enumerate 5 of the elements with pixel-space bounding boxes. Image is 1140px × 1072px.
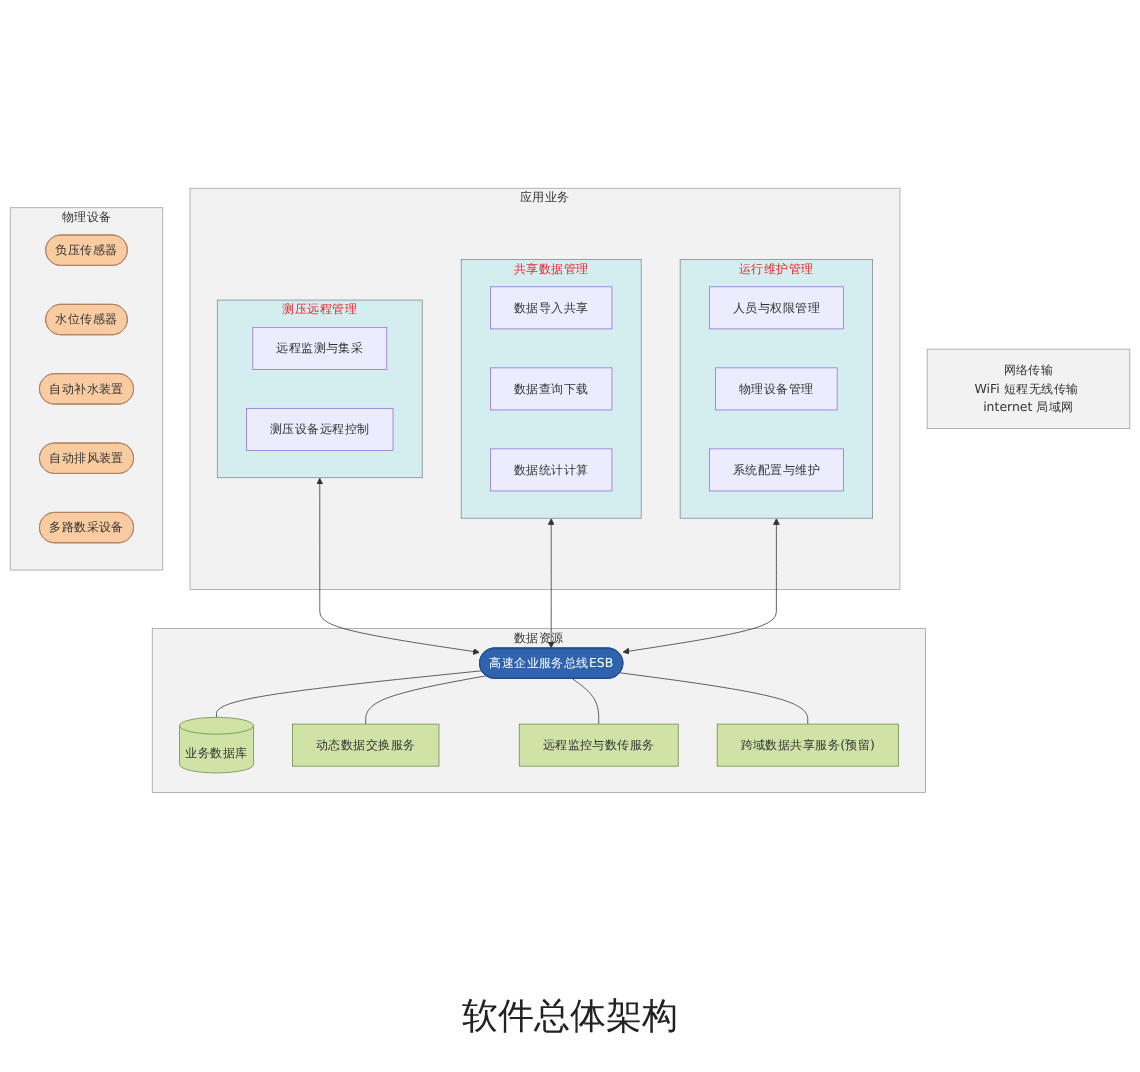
connector xyxy=(619,672,809,725)
connector xyxy=(365,675,487,725)
caption: 软件总体架构 xyxy=(462,994,678,1040)
connector xyxy=(216,670,483,718)
connector xyxy=(572,678,600,725)
